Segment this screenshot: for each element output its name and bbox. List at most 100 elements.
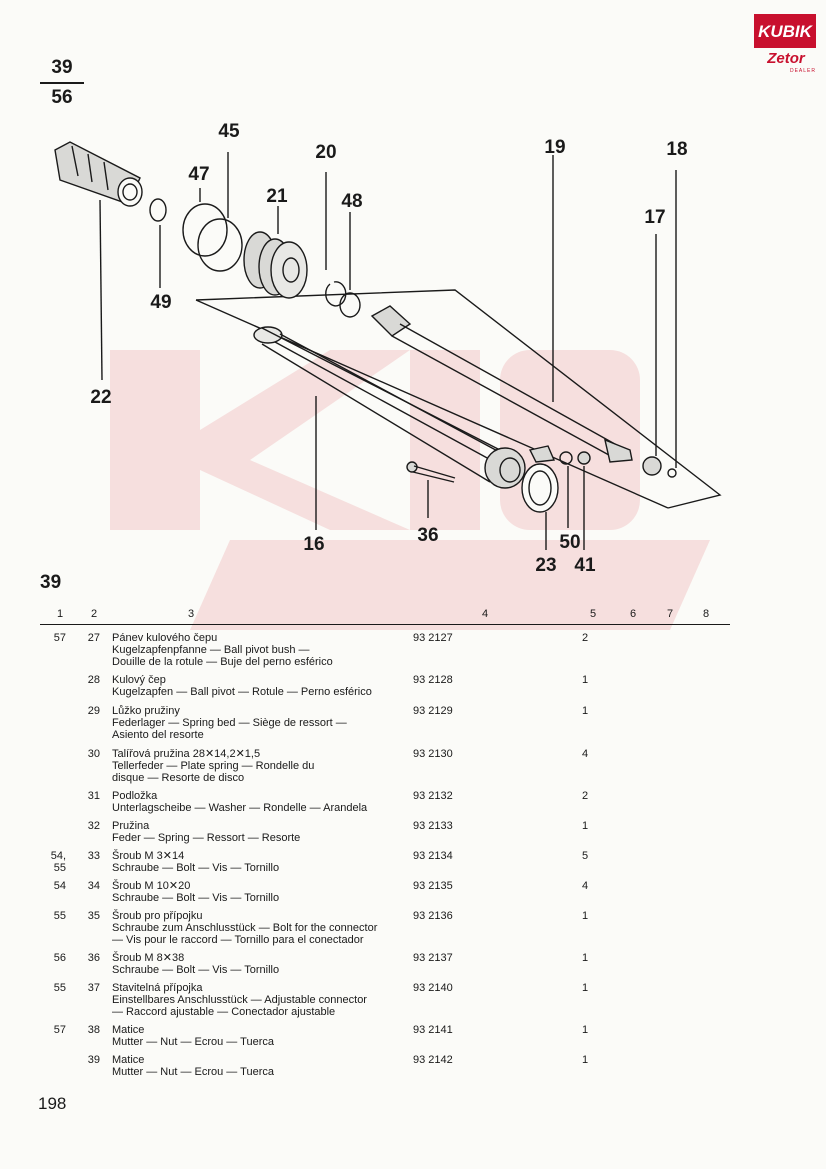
label-19: 19 bbox=[544, 137, 565, 158]
column-header-2: 2 bbox=[91, 608, 98, 620]
label-49: 49 bbox=[150, 292, 171, 313]
part-19-rod bbox=[370, 305, 633, 463]
ref-figure: 54, 55 bbox=[50, 850, 66, 874]
ref-figure: 56 bbox=[53, 952, 66, 964]
quantity: 1 bbox=[581, 1054, 589, 1066]
item-number: 38 bbox=[87, 1024, 100, 1036]
item-number: 37 bbox=[87, 982, 100, 994]
part-50-washer bbox=[559, 451, 573, 465]
label-20: 20 bbox=[315, 142, 336, 163]
kubik-zetor-logo: KUBIK Zetor DEALER bbox=[754, 14, 816, 76]
column-header-1: 1 bbox=[57, 608, 64, 620]
header-rule bbox=[40, 624, 730, 625]
item-number: 31 bbox=[87, 790, 100, 802]
logo-sub: Zetor bbox=[767, 50, 805, 67]
column-header-4: 4 bbox=[482, 608, 489, 620]
item-number: 33 bbox=[87, 850, 100, 862]
item-number: 35 bbox=[87, 910, 100, 922]
part-number: 93 2135 bbox=[413, 880, 453, 892]
item-number: 27 bbox=[87, 632, 100, 644]
item-number: 30 bbox=[87, 748, 100, 760]
part-number: 93 2127 bbox=[413, 632, 453, 644]
label-18: 18 bbox=[666, 139, 687, 160]
column-header-5: 5 bbox=[590, 608, 597, 620]
page-number: 198 bbox=[38, 1094, 67, 1113]
quantity: 2 bbox=[581, 790, 589, 802]
part-number: 93 2137 bbox=[413, 952, 453, 964]
part-number: 93 2128 bbox=[413, 674, 453, 686]
logo-box bbox=[754, 14, 816, 48]
item-number: 32 bbox=[87, 820, 100, 832]
ref-figure: 54 bbox=[53, 880, 66, 892]
part-49-ring bbox=[149, 198, 167, 222]
part-18-pin bbox=[667, 468, 677, 478]
quantity: 4 bbox=[581, 880, 589, 892]
part-number: 93 2142 bbox=[413, 1054, 453, 1066]
part-48-ring bbox=[339, 292, 361, 318]
assembly-frame bbox=[195, 289, 722, 509]
quantity: 1 bbox=[581, 952, 589, 964]
ref-figure: 57 bbox=[53, 1024, 66, 1036]
label-45: 45 bbox=[218, 121, 240, 142]
part-45-ring bbox=[197, 218, 243, 272]
exploded-parts-diagram: 45 20 19 18 47 21 48 17 49 22 16 36 50 2… bbox=[54, 121, 722, 576]
label-22: 22 bbox=[90, 387, 111, 408]
part-21-spring-pack bbox=[243, 231, 308, 299]
quantity: 1 bbox=[581, 1024, 589, 1036]
part-number: 93 2129 bbox=[413, 705, 453, 717]
part-16-cylinder bbox=[253, 326, 526, 489]
figure-sheet: 56 bbox=[51, 87, 73, 108]
item-number: 34 bbox=[87, 880, 100, 892]
label-41: 41 bbox=[574, 555, 596, 576]
quantity: 4 bbox=[581, 748, 589, 760]
item-number: 36 bbox=[87, 952, 100, 964]
figure-reference: 39 56 bbox=[40, 56, 84, 110]
part-number: 93 2141 bbox=[413, 1024, 453, 1036]
label-23: 23 bbox=[535, 555, 556, 576]
label-50: 50 bbox=[559, 532, 580, 553]
item-number: 28 bbox=[87, 674, 100, 686]
quantity: 1 bbox=[581, 982, 589, 994]
ref-figure: 55 bbox=[53, 910, 66, 922]
quantity: 1 bbox=[581, 674, 589, 686]
part-41-nut bbox=[577, 451, 591, 465]
part-number: 93 2134 bbox=[413, 850, 453, 862]
logo-brand: KUBIK bbox=[758, 22, 812, 41]
item-number: 39 bbox=[87, 1054, 100, 1066]
label-21: 21 bbox=[266, 186, 288, 207]
label-17: 17 bbox=[644, 207, 665, 228]
column-header-8: 8 bbox=[703, 608, 710, 620]
part-23-clamp bbox=[521, 445, 559, 513]
label-47: 47 bbox=[188, 164, 209, 185]
column-header-3: 3 bbox=[188, 608, 195, 620]
column-header-7: 7 bbox=[667, 608, 674, 620]
part-number: 93 2132 bbox=[413, 790, 453, 802]
quantity: 1 bbox=[581, 910, 589, 922]
column-header-6: 6 bbox=[630, 608, 637, 620]
label-48: 48 bbox=[341, 191, 362, 212]
part-36-bolt bbox=[406, 461, 456, 483]
quantity: 2 bbox=[581, 632, 589, 644]
quantity: 5 bbox=[581, 850, 589, 862]
quantity: 1 bbox=[581, 705, 589, 717]
ref-figure: 57 bbox=[53, 632, 66, 644]
label-16: 16 bbox=[303, 534, 324, 555]
part-22-socket bbox=[54, 141, 143, 207]
figure-number: 39 bbox=[40, 56, 84, 84]
label-36: 36 bbox=[417, 525, 438, 546]
part-17-nut bbox=[642, 456, 662, 476]
item-number: 29 bbox=[87, 705, 100, 717]
part-number: 93 2133 bbox=[413, 820, 453, 832]
section-number: 39 bbox=[40, 572, 62, 593]
